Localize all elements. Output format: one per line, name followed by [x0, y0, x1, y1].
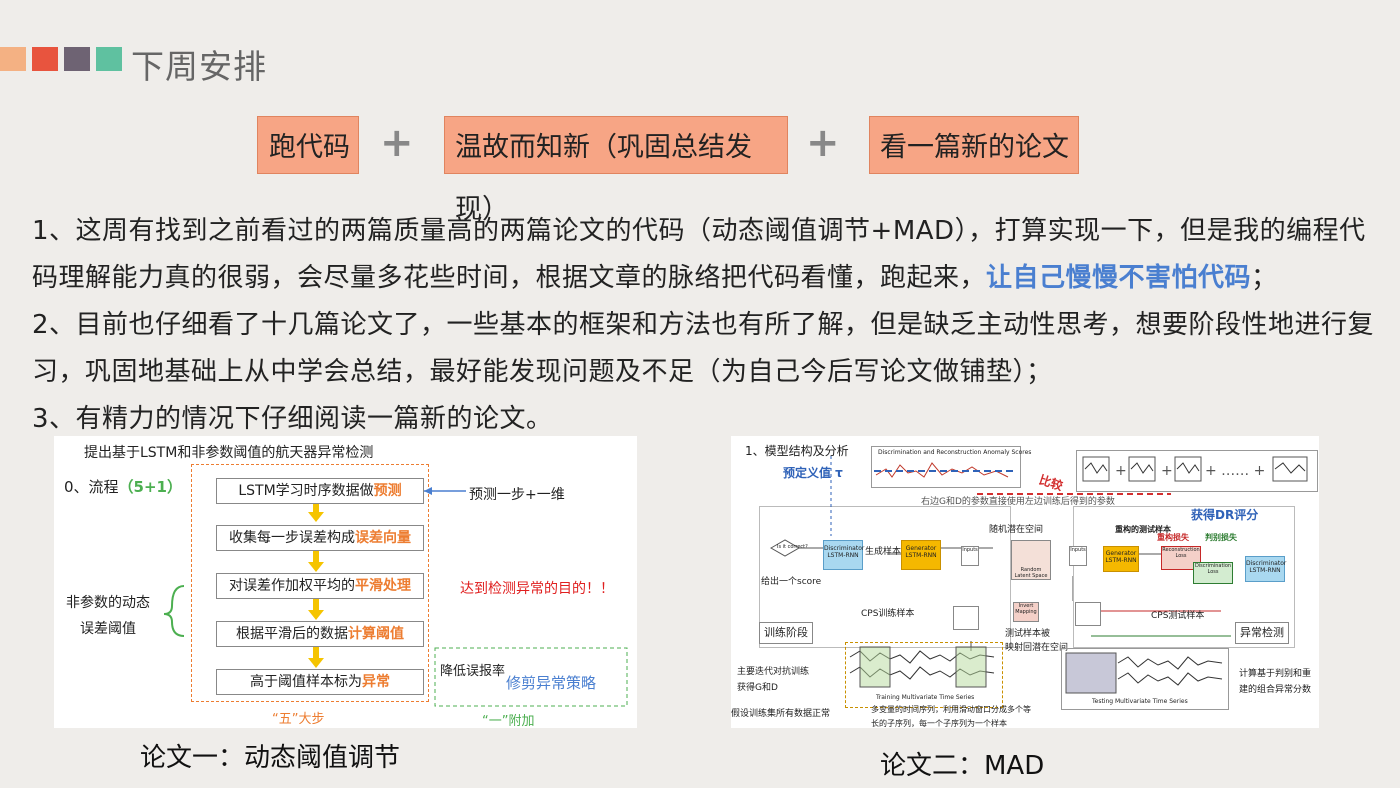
- fig2-latent-cn: 随机潜在空间: [989, 525, 1044, 535]
- fig2-disc-loss: Discrimination Loss: [1193, 562, 1233, 584]
- fig2-disc-right: Discriminator LSTM-RNN: [1245, 556, 1286, 582]
- fig2-disc-loss-cn: 判别损失: [1205, 533, 1237, 542]
- fig2-random-latent: Random Latent Space: [1011, 540, 1051, 580]
- fig2-is-correct: Is it correct?: [777, 544, 808, 550]
- plan-review: 温故而知新（巩固总结发现）: [444, 116, 788, 225]
- body-line-5: 3、有精力的情况下仔细阅读一篇新的论文。: [32, 404, 553, 434]
- fig2-multi-2: 长的子序列，每一个子序列为一个样本: [871, 719, 1007, 728]
- fig1-steps-frame: [191, 464, 429, 702]
- fig2-calc-2: 建的组合异常分数: [1239, 685, 1312, 695]
- fig2-gen-sample: 生成样本: [865, 547, 902, 557]
- fig1-extra-2: 修剪异常策略: [506, 674, 597, 692]
- fig2-disc-left: Discriminator LSTM-RNN: [823, 540, 864, 570]
- header-square-1: [0, 47, 26, 71]
- page-title: 下周安排: [131, 47, 267, 86]
- fig1-five-steps: “五”大步: [272, 712, 325, 727]
- fig1-left-note-1: 非参数的动态: [66, 595, 150, 611]
- fig1-step-3: 对误差作加权平均的平滑处理: [216, 573, 424, 599]
- fig2-test-map-1: 测试样本被: [1005, 629, 1051, 639]
- fig2-cps-train: CPS训练样本: [861, 609, 915, 619]
- fig1-arrow-2: [308, 562, 324, 572]
- figure-paper-1: 提出基于LSTM和非参数阈值的航天器异常检测 0、流程（5+1） LSTM学习时…: [54, 436, 637, 728]
- fig1-connectors: [163, 487, 628, 707]
- fig2-train-ts-label: Training Multivariate Time Series: [875, 694, 974, 701]
- fig1-arrow-stem-1: [313, 504, 319, 512]
- fig2-iter-2: 获得G和D: [737, 683, 778, 693]
- fig2-invert: Invert Mapping: [1013, 602, 1039, 622]
- header-square-2: [32, 47, 58, 71]
- fig2-rec-loss-cn: 重构损失: [1157, 533, 1189, 542]
- fig1-arrow-1: [308, 512, 324, 522]
- svg-text:+ …… +: + …… +: [1205, 463, 1265, 479]
- fig1-side-note: 预测一步+一维: [469, 487, 565, 503]
- fig1-left-note-2: 误差阈值: [80, 621, 136, 637]
- body-line-3: 2、目前也仔细看了十几篇论文了，一些基本的框架和方法也有所了解，但是缺乏主动性思…: [32, 310, 1375, 340]
- fig2-test-map-2: 映射回潜在空间: [1005, 643, 1069, 653]
- plus-sign-2: +: [806, 120, 840, 166]
- fig2-test-sample: 重构的测试样本: [1115, 525, 1171, 534]
- fig1-heading: 提出基于LSTM和非参数阈值的航天器异常检测: [84, 445, 374, 461]
- fig2-heading: 1、模型结构及分析: [745, 444, 849, 458]
- plan-run-code: 跑代码: [257, 116, 359, 174]
- fig2-gen-left: Generator LSTM-RNN: [901, 540, 941, 570]
- fig1-arrow-3: [308, 610, 324, 620]
- highlight-text: 让自己慢慢不害怕代码: [986, 263, 1252, 293]
- fig2-iter-1: 主要迭代对抗训练: [737, 667, 810, 677]
- fig1-goal: 达到检测异常的目的！！: [460, 581, 614, 597]
- fig1-arrow-stem-3: [313, 599, 319, 610]
- body-line-2: 码理解能力真的很弱，会尽量多花些时间，根据文章的脉络把代码看懂，跑起来，让自己慢…: [32, 263, 1278, 293]
- fig1-arrow-stem-2: [313, 551, 319, 562]
- fig2-test-sample-icon: [1075, 602, 1101, 626]
- fig2-test-series: Testing Multivariate Time Series: [1061, 648, 1229, 710]
- fig2-score-box: Discrimination and Reconstruction Anomal…: [871, 446, 1031, 488]
- fig2-score-out: 给出一个score: [761, 577, 822, 587]
- fig1-flow-label: 0、流程（5+1）: [64, 478, 182, 496]
- fig2-threshold: 预定义值 τ: [783, 466, 843, 480]
- fig2-multi-1: 多变量的时间序列，利用滑动窗口分成多个等: [871, 705, 1031, 714]
- fig2-cps-test: CPS测试样本: [1151, 611, 1205, 621]
- header-square-4: [96, 47, 122, 71]
- fig1-step-1: LSTM学习时序数据做预测: [216, 478, 424, 504]
- fig2-train-series: Training Multivariate Time Series: [845, 642, 1003, 708]
- body-line-1: 1、这周有找到之前看过的两篇质量高的两篇论文的代码（动态阈值调节+MAD），打算…: [32, 216, 1366, 246]
- fig1-step-5: 高于阈值样本标为异常: [216, 669, 424, 695]
- fig2-test-series-plot: Testing Multivariate Time Series: [1065, 652, 1223, 705]
- fig2-detect-stage: 异常检测: [1235, 622, 1289, 644]
- fig2-sample-row-plot: + + + …… +: [1082, 456, 1308, 482]
- fig2-gen-right: Generator LSTM-RNN: [1103, 546, 1139, 572]
- fig2-inputs-left: Inputs: [961, 546, 979, 566]
- fig2-train-stage: 训练阶段: [759, 622, 813, 644]
- fig2-sample-row: + + + …… +: [1076, 450, 1318, 492]
- fig1-arrow-4: [308, 658, 324, 668]
- fig2-note-top: 右边G和D的参数直接使用左边训练后得到的参数: [921, 497, 1115, 507]
- fig2-train-series-plot: Training Multivariate Time Series: [849, 646, 995, 701]
- fig2-calc-1: 计算基于判别和重: [1239, 669, 1312, 679]
- fig2-connectors: [769, 456, 1231, 651]
- fig1-step-2: 收集每一步误差构成误差向量: [216, 525, 424, 551]
- caption-paper-1: 论文一：动态阈值调节: [140, 743, 401, 773]
- fig2-dr: 获得DR评分: [1191, 508, 1259, 522]
- fig2-score-plot: [874, 462, 1016, 478]
- fig2-train-sample-icon: [953, 606, 979, 630]
- fig1-step-4: 根据平滑后的数据计算阈值: [216, 621, 424, 647]
- header-square-3: [64, 47, 90, 71]
- body-line-4: 习，巩固地基础上从中学会总结，最好能发现问题及不足（为自己今后写论文做铺垫）；: [32, 357, 1053, 387]
- caption-paper-2: 论文二：MAD: [880, 751, 1045, 781]
- fig2-inputs-right: Inputs: [1069, 546, 1087, 566]
- plus-sign-1: +: [380, 120, 414, 166]
- fig1-arrow-stem-4: [313, 647, 319, 658]
- figure-paper-2: 1、模型结构及分析 预定义值 τ Discrimination and Reco…: [731, 436, 1319, 728]
- fig2-assume: 假设训练集所有数据正常: [731, 709, 831, 719]
- svg-text:+: +: [1115, 463, 1127, 479]
- plan-new-paper: 看一篇新的论文: [869, 116, 1079, 174]
- fig1-extra-1: 降低误报率: [440, 664, 506, 679]
- fig1-one-extra: “一”附加: [482, 714, 535, 728]
- svg-text:+: +: [1161, 463, 1173, 479]
- fig2-test-ts-label: Testing Multivariate Time Series: [1091, 698, 1188, 705]
- fig2-detect-block: [1073, 506, 1295, 648]
